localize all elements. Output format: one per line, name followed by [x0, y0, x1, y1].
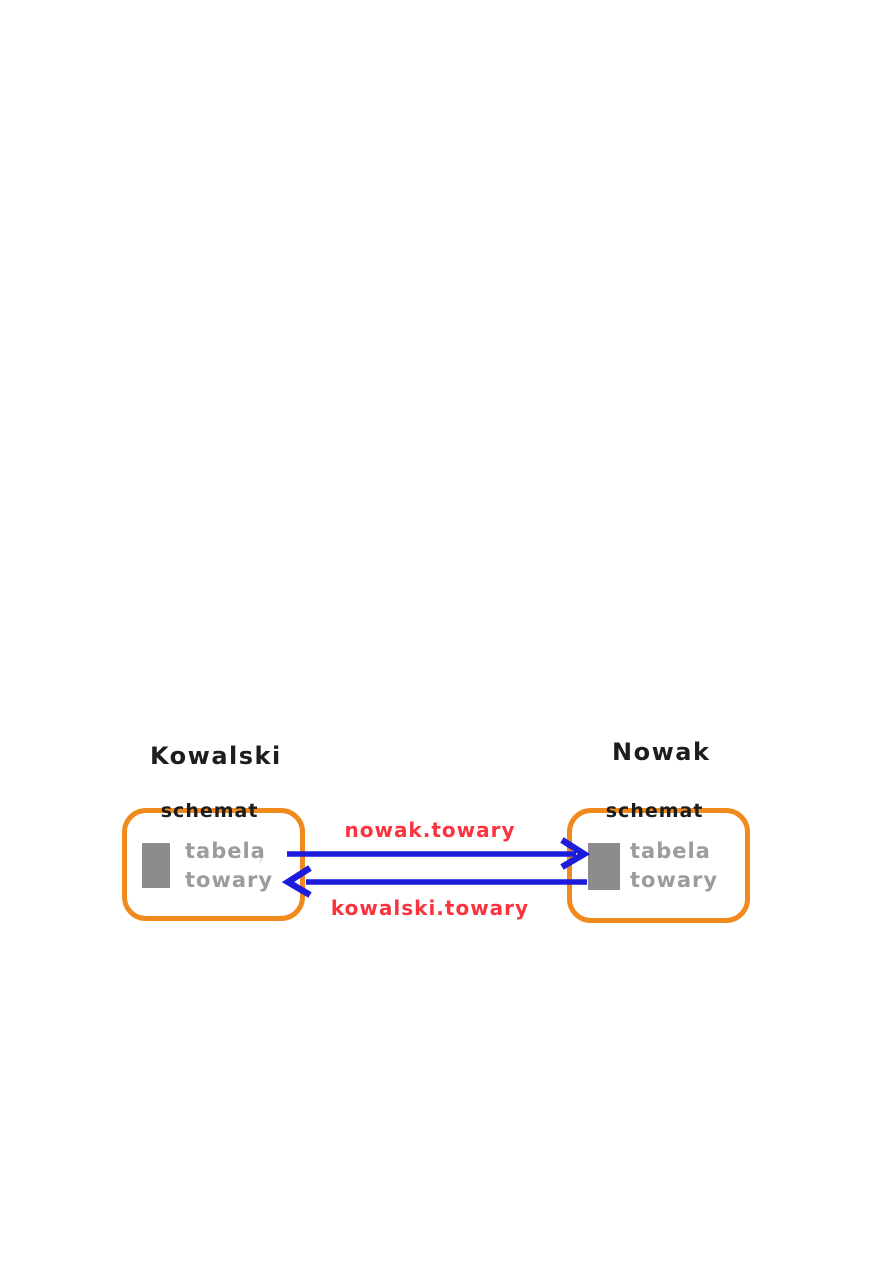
table-name-line2: towary [630, 868, 719, 892]
arrow-to-right [287, 837, 591, 870]
arrow-label-kowalski-towary: kowalski.towary [330, 896, 530, 920]
table-icon [142, 843, 170, 888]
schema-label: schemat [160, 800, 259, 822]
table-name-line1: tabela [185, 839, 266, 863]
schema-box-nowak: schemat tabela towary [567, 800, 750, 923]
schema-box-kowalski: schemat tabela towary , [122, 800, 305, 921]
owner-title-nowak: Nowak [612, 738, 711, 766]
arrow-to-left [281, 865, 587, 898]
table-name: tabela towary [185, 837, 273, 895]
arrow-label-nowak-towary: nowak.towary [344, 818, 516, 842]
stray-mark: , [258, 845, 264, 866]
table-name-line1: tabela [630, 839, 711, 863]
table-icon [588, 843, 620, 890]
table-name: tabela towary [630, 837, 718, 895]
owner-title-kowalski: Kowalski [150, 742, 282, 770]
schema-label: schemat [605, 800, 704, 822]
table-name-line2: towary [185, 868, 274, 892]
